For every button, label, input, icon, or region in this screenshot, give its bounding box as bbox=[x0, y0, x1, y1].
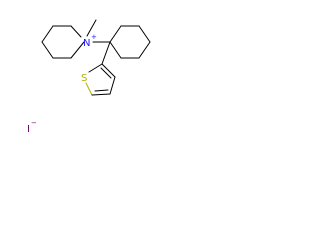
bond-th-c3-c2 bbox=[101, 63, 116, 78]
molecular-structure-diagram: N + S I − bbox=[27, 19, 151, 135]
bond-th-c4-c3 bbox=[109, 76, 116, 95]
bond-c3-c4 bbox=[41, 41, 54, 59]
bond-cy6-cy1 bbox=[109, 41, 122, 59]
bond-cy1-cy2 bbox=[109, 25, 122, 43]
sulfur-label: S bbox=[81, 73, 87, 84]
nitrogen-label: N bbox=[83, 38, 90, 49]
bond-cy3-cy4 bbox=[138, 25, 151, 43]
bond-th-s-c5 bbox=[85, 82, 93, 96]
bond-th-c5-c4 bbox=[91, 93, 111, 96]
bond-c6-n bbox=[70, 25, 82, 38]
bond-n-c2 bbox=[70, 41, 85, 59]
bond-th-c5-c4-double bbox=[94, 89, 109, 92]
cyclohexane-ring bbox=[109, 25, 151, 59]
bond-th-c2-s bbox=[88, 63, 103, 73]
thiophene-ring bbox=[85, 63, 116, 96]
bond-n-methyl bbox=[86, 19, 97, 37]
piperidine-ring bbox=[41, 25, 85, 59]
bond-cy4-cy5 bbox=[138, 41, 151, 59]
iodide-charge: − bbox=[31, 119, 37, 127]
bond-cyclohexyl-thiophene bbox=[101, 41, 111, 65]
bond-th-c3-c2-double bbox=[100, 67, 112, 79]
bond-c4-c5 bbox=[41, 25, 54, 43]
iodide-label: I bbox=[27, 124, 30, 135]
nitrogen-charge: + bbox=[91, 33, 97, 41]
